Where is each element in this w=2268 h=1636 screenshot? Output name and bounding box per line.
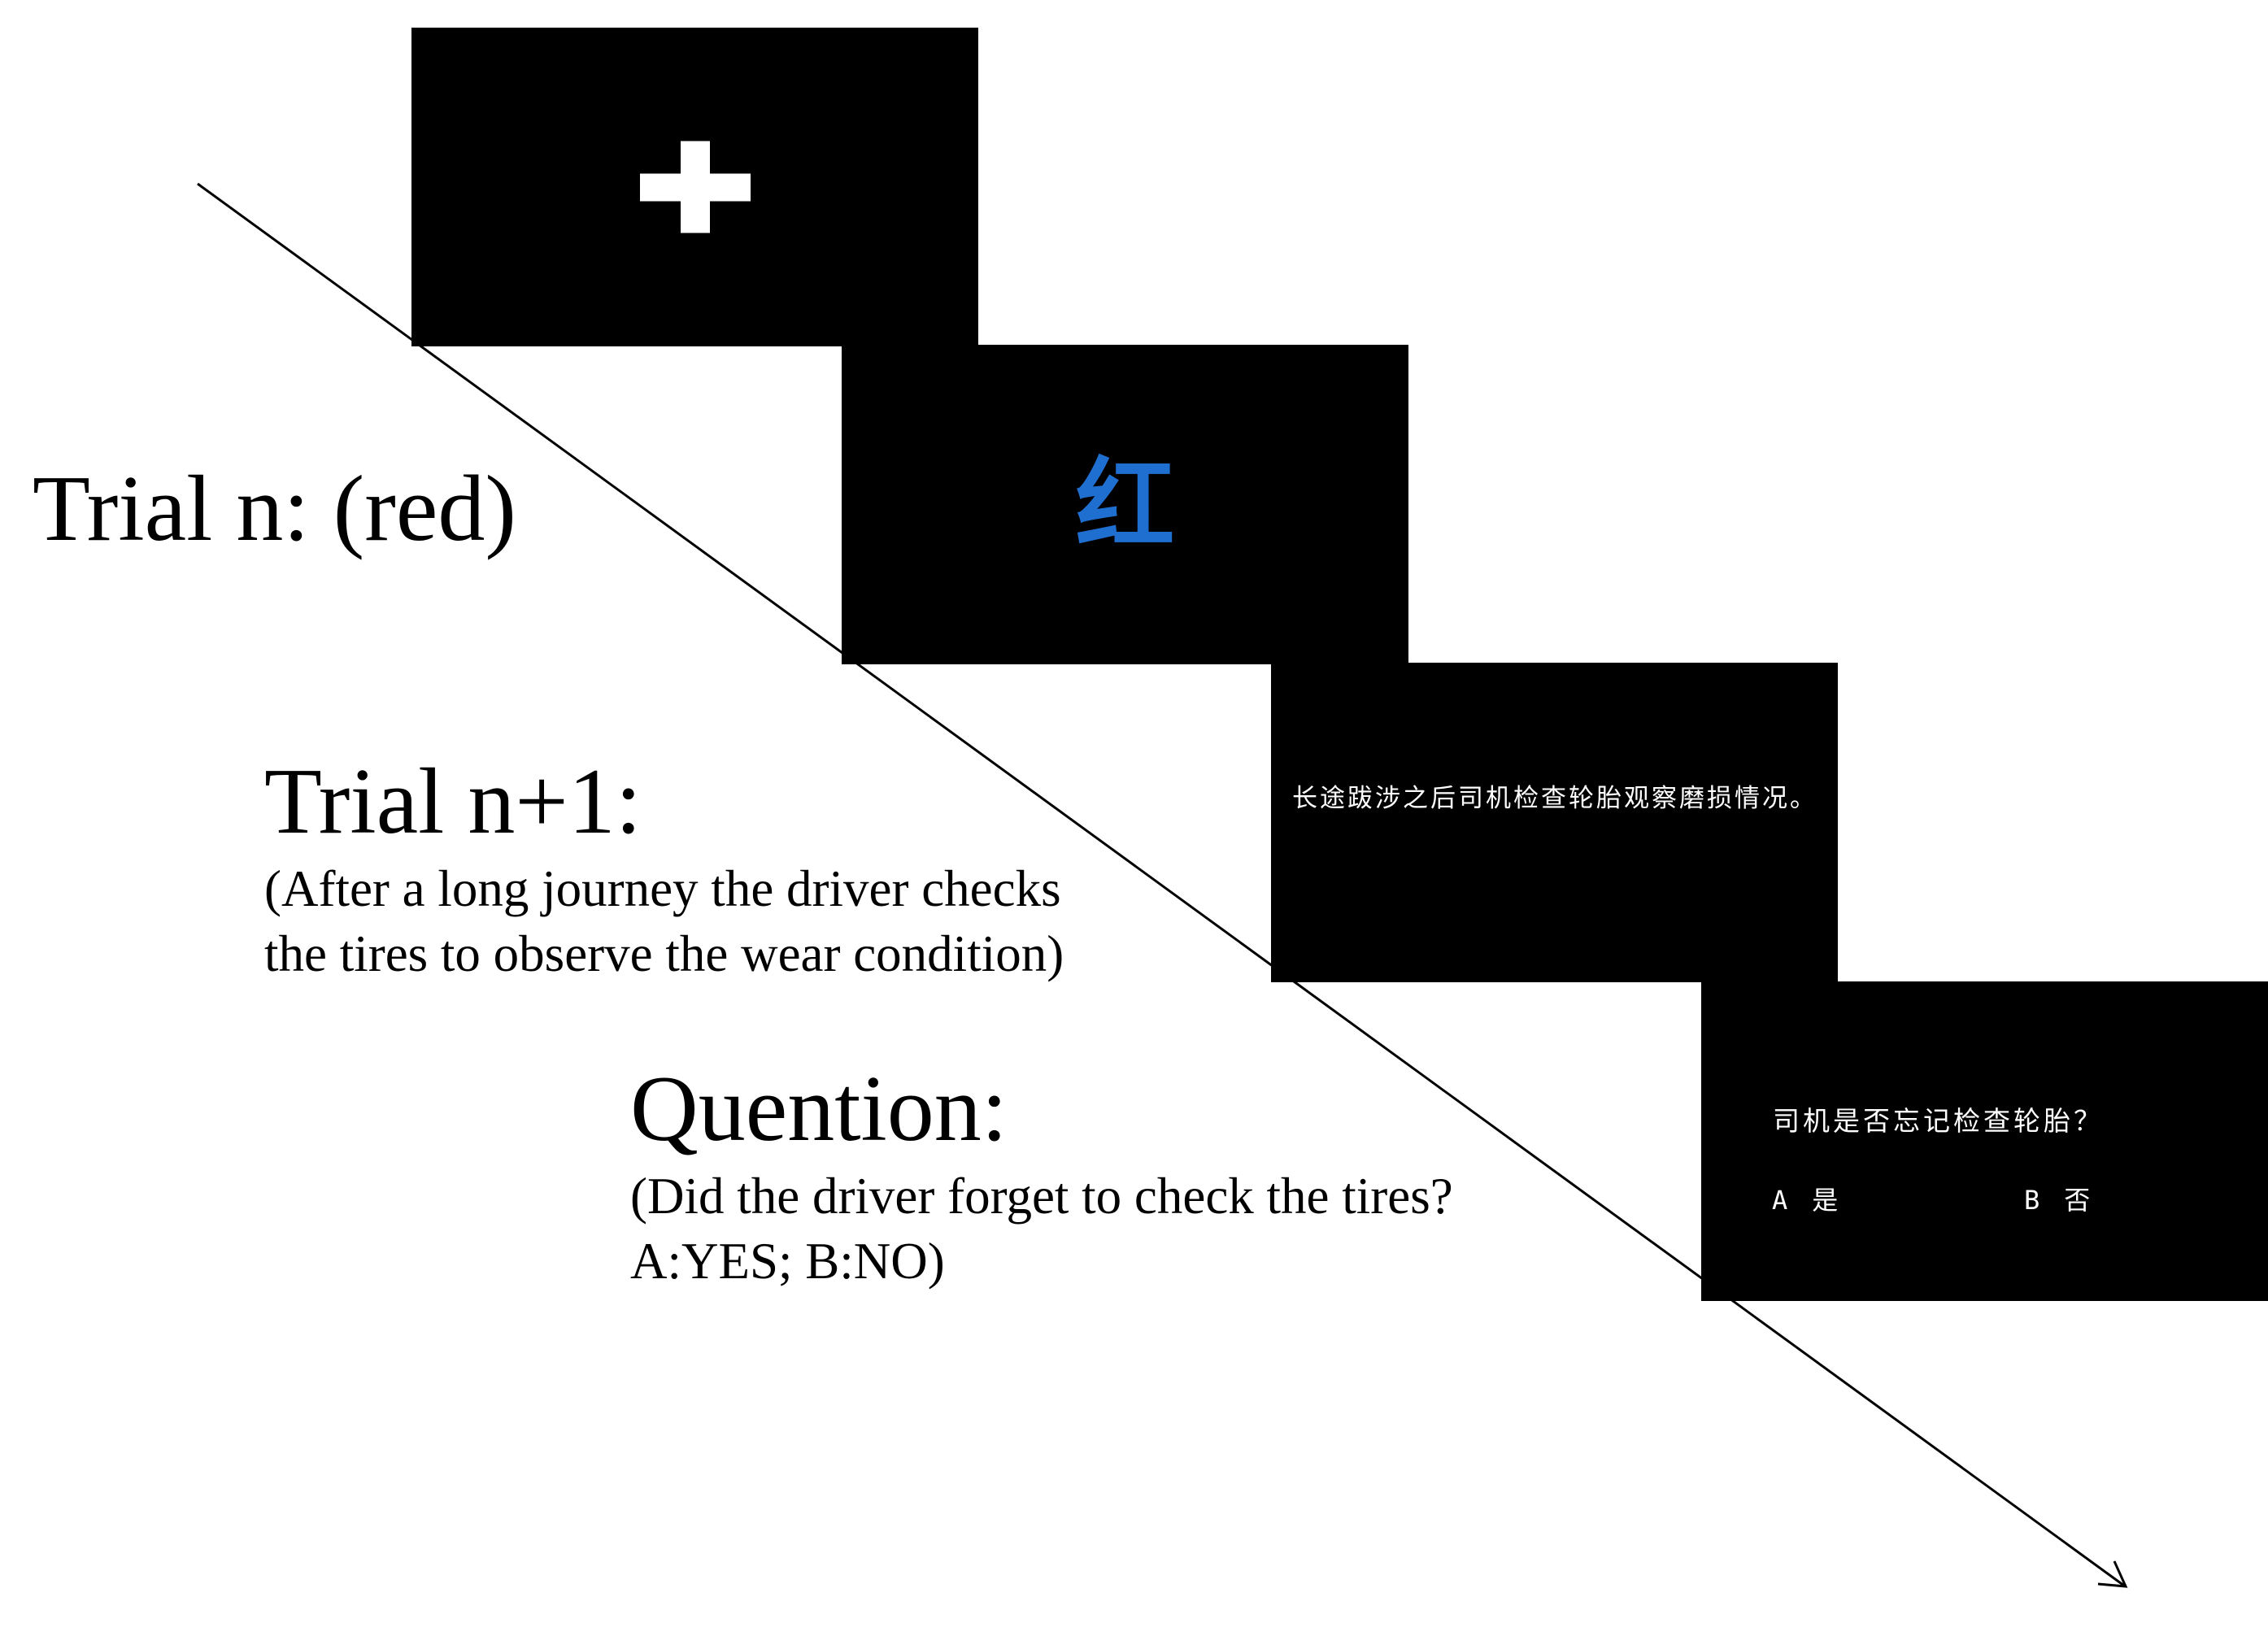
fixation-cross-vertical-bar xyxy=(680,141,710,233)
answer-option-a-key: A xyxy=(1772,1185,1788,1216)
sentence-text: 长途跋涉之后司机检查轮胎观察磨损情况。 xyxy=(1292,784,1817,813)
question-text: 司机是否忘记检查轮胎？ xyxy=(1773,1105,2104,1137)
color-word-screen: 红 xyxy=(842,345,1408,664)
question-label: Quention: xyxy=(630,1057,1008,1161)
trial-n-label: Trial n: (red) xyxy=(33,457,516,561)
sentence-screen: 长途跋涉之后司机检查轮胎观察磨损情况。 xyxy=(1271,663,1838,982)
color-word: 红 xyxy=(1075,446,1175,563)
answer-option-b-key: B xyxy=(2024,1185,2040,1216)
fixation-cross-icon xyxy=(639,141,751,233)
answer-option-a-text: 是 xyxy=(1812,1185,1839,1216)
trial-n1-label: Trial n+1: xyxy=(264,750,642,854)
answer-option-b-text: 否 xyxy=(2064,1185,2091,1216)
question-translation-line-2: A:YES; B:NO) xyxy=(630,1233,945,1290)
fixation-screen xyxy=(411,28,978,346)
question-translation-line-1: (Did the driver forget to check the tire… xyxy=(630,1168,1453,1225)
trial-n1-translation-line-2: the tires to observe the wear condition) xyxy=(264,925,1064,982)
time-arrow-head-icon xyxy=(2097,1560,2128,1588)
trial-n1-translation-line-1: (After a long journey the driver checks xyxy=(264,860,1061,917)
